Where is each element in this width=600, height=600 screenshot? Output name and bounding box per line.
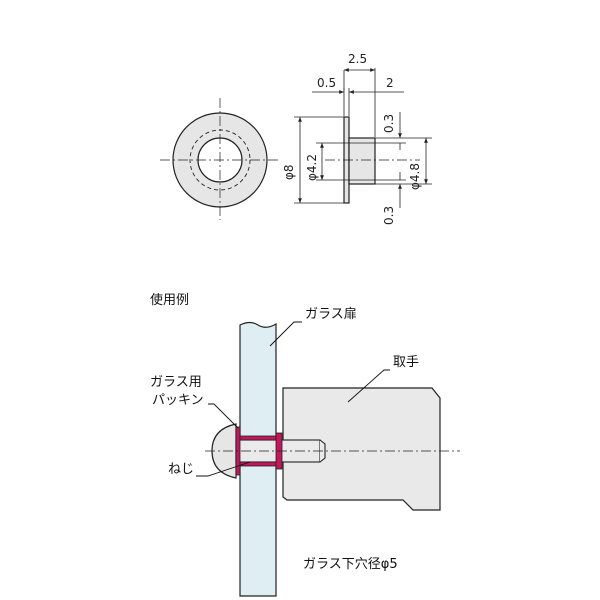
dim-2: 2 (386, 76, 394, 90)
leader-packing (208, 403, 239, 429)
label-hole-note: ガラス下穴径φ5 (303, 557, 398, 572)
usage-example: 使用例 ガラス扉 取手 ガラス用 パッキン ねじ ガラス下穴径φ5 (150, 292, 460, 597)
usage-title: 使用例 (150, 292, 189, 308)
handle-body (282, 387, 441, 511)
dim-0-5: 0.5 (317, 76, 336, 90)
leader-screw (196, 461, 251, 477)
packing-sleeve-top (239, 435, 277, 441)
label-handle: 取手 (393, 355, 419, 370)
leader-glass-door (269, 321, 302, 347)
label-packing-line2: パッキン (152, 393, 204, 408)
label-packing-line1: ガラス用 (150, 375, 202, 390)
leader-handle (347, 369, 390, 403)
front-view (160, 98, 280, 220)
label-glass-door: ガラス扉 (305, 306, 357, 322)
dim-0-3-bottom: 0.3 (382, 206, 396, 225)
dim-0-3-top: 0.3 (382, 114, 396, 133)
dim-phi4-2: φ4.2 (305, 154, 319, 181)
washer-boss (348, 137, 376, 185)
dim-phi8: φ8 (282, 164, 296, 180)
dim-phi4-8: φ4.8 (408, 163, 422, 190)
label-screw: ねじ (168, 462, 194, 477)
side-view: 2.5 0.5 2 φ8 φ4.2 φ4.8 0.3 0.3 (282, 52, 432, 225)
dim-2-5: 2.5 (348, 52, 367, 66)
